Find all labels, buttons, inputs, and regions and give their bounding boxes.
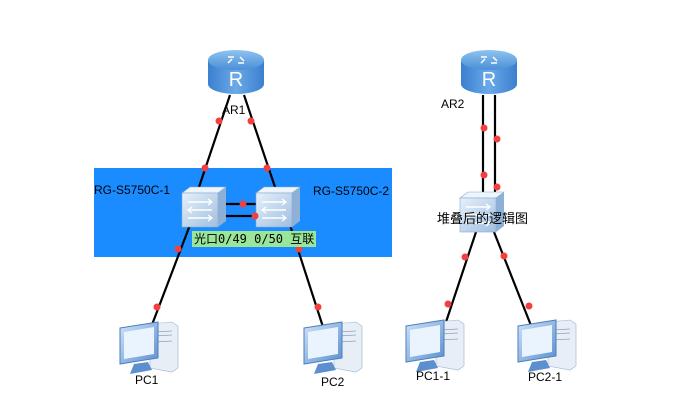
switch-label-1: RG-S5750C-1 xyxy=(94,183,171,197)
link-stack-pc1-1 xyxy=(442,231,478,329)
router-glyph-r: R xyxy=(229,69,243,91)
link-stack-pc2-1 xyxy=(492,231,534,329)
pc-pc1 xyxy=(119,321,179,375)
switch-rg-s5750c-2 xyxy=(255,186,301,228)
pc-label-pc1: PC1 xyxy=(135,373,159,387)
router-label-ar2: AR2 xyxy=(441,97,465,111)
router-label-ar1: AR1 xyxy=(222,103,246,117)
pc-pc1-1 xyxy=(405,319,465,373)
stacked-switch-label: 堆叠后的逻辑图 xyxy=(437,211,529,226)
pc-pc2-1 xyxy=(517,319,577,373)
pc-label-pc2: PC2 xyxy=(321,375,345,389)
link-sw1-pc1 xyxy=(148,224,192,331)
switch-label-2: RG-S5750C-2 xyxy=(313,184,390,198)
pc-label-pc1-1: PC1-1 xyxy=(416,369,451,383)
switch-rg-s5750c-1 xyxy=(181,186,227,228)
port-interconnect-note: 光口0/49 0/50 互联 xyxy=(192,231,317,247)
pc-label-pc2-1: PC2-1 xyxy=(528,370,563,384)
link-ar1-sw2 xyxy=(242,94,278,191)
link-ar1-sw1 xyxy=(196,94,232,191)
pc-pc2 xyxy=(303,321,363,375)
router-glyph-r: R xyxy=(482,69,496,91)
